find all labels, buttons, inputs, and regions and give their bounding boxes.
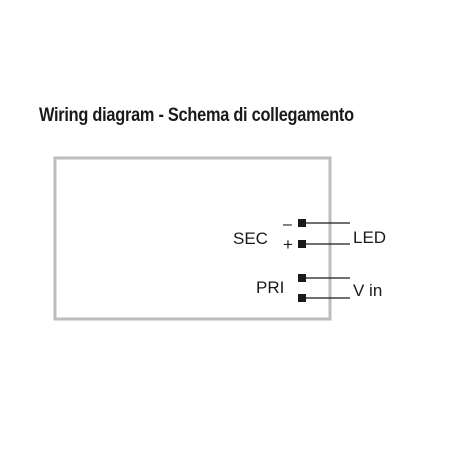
primary-terminal-1 — [298, 274, 306, 282]
secondary-plus-terminal — [298, 240, 306, 248]
secondary-terminals — [298, 219, 350, 248]
diagram-title: Wiring diagram - Schema di collegamento — [39, 105, 354, 126]
primary-terminals — [298, 274, 350, 302]
secondary-minus-terminal — [298, 219, 306, 227]
minus-sign: – — [283, 216, 292, 233]
led-label: LED — [353, 228, 386, 247]
driver-enclosure — [53, 156, 332, 321]
pri-label: PRI — [256, 278, 284, 297]
plus-sign: + — [283, 235, 293, 254]
primary-terminal-2 — [298, 294, 306, 302]
vin-label: V in — [353, 281, 382, 300]
sec-label: SEC — [233, 229, 268, 248]
